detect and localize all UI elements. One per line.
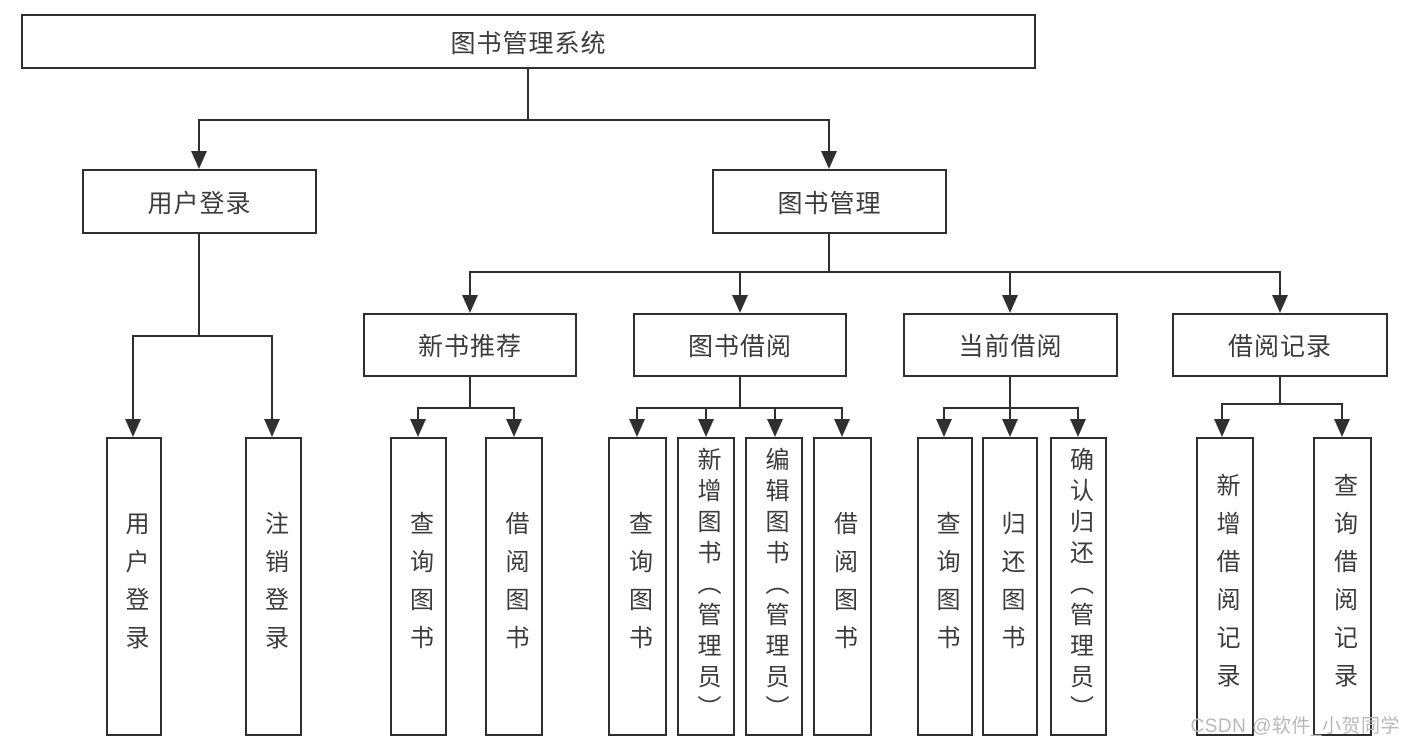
node-return-books: 归还图书 <box>982 437 1038 736</box>
node-logout: 注销登录 <box>245 437 302 736</box>
node-return-books-label: 归还图书 <box>997 510 1024 663</box>
watermark: CSDN @软件_小贺同学 <box>1190 716 1400 737</box>
node-edit-book-admin-label: 编辑图书（管理员） <box>761 447 788 726</box>
node-search-books-2-label: 查询图书 <box>624 510 652 663</box>
node-borrowing-records-label: 借阅记录 <box>1227 333 1332 361</box>
node-add-borrow-record: 新增借阅记录 <box>1196 437 1254 736</box>
node-confirm-return-admin-label: 确认归还（管理员） <box>1065 447 1093 726</box>
node-add-borrow-record-label: 新增借阅记录 <box>1212 472 1239 701</box>
node-add-book-admin-label: 新增图书（管理员） <box>693 447 720 726</box>
node-edit-book-admin: 编辑图书（管理员） <box>745 437 803 736</box>
node-add-book-admin: 新增图书（管理员） <box>677 437 735 736</box>
node-book-management-label: 图书管理 <box>777 189 882 218</box>
node-user-login-action: 用户登录 <box>106 437 162 736</box>
node-search-borrow-record: 查询借阅记录 <box>1313 437 1372 736</box>
node-root: 图书管理系统 <box>21 14 1036 69</box>
node-borrow-books-2-label: 借阅图书 <box>829 510 857 663</box>
node-book-borrowing: 图书借阅 <box>633 313 847 377</box>
node-search-books-1: 查询图书 <box>390 437 447 736</box>
node-search-books-3: 查询图书 <box>917 437 973 736</box>
node-borrow-books-2: 借阅图书 <box>813 437 872 736</box>
node-borrowing-records: 借阅记录 <box>1172 313 1388 377</box>
node-new-book-recommendation-label: 新书推荐 <box>417 333 522 361</box>
node-borrow-books-1: 借阅图书 <box>485 437 543 736</box>
node-logout-label: 注销登录 <box>260 510 288 663</box>
node-search-books-3-label: 查询图书 <box>932 510 959 663</box>
node-confirm-return-admin: 确认归还（管理员） <box>1050 437 1107 736</box>
node-new-book-recommendation: 新书推荐 <box>363 313 577 377</box>
node-search-books-2: 查询图书 <box>608 437 667 736</box>
node-current-borrowing: 当前借阅 <box>903 313 1118 377</box>
node-user-login: 用户登录 <box>82 169 317 234</box>
node-search-books-1-label: 查询图书 <box>405 510 433 663</box>
node-root-label: 图书管理系统 <box>450 29 607 58</box>
node-book-borrowing-label: 图书借阅 <box>687 333 792 361</box>
node-user-login-label: 用户登录 <box>147 189 252 218</box>
node-borrow-books-1-label: 借阅图书 <box>501 510 528 663</box>
node-book-management: 图书管理 <box>712 169 947 234</box>
node-user-login-action-label: 用户登录 <box>121 510 148 663</box>
node-current-borrowing-label: 当前借阅 <box>958 333 1063 361</box>
node-search-borrow-record-label: 查询借阅记录 <box>1329 472 1357 701</box>
